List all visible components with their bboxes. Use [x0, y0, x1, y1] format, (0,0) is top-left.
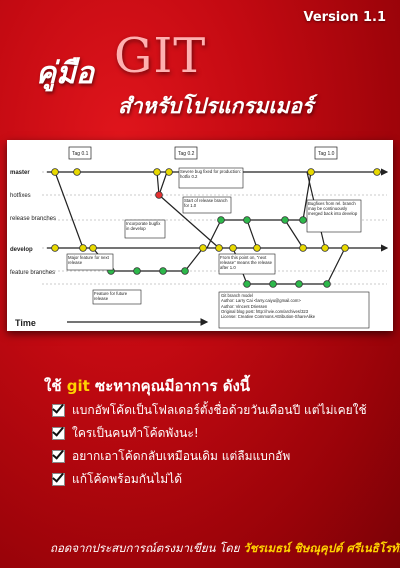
symptoms-list: แบกอัพโค้ดเป็นโฟลเดอร์ตั้งชื่อด้วยวันเดื…	[52, 402, 367, 494]
list-item: แบกอัพโค้ดเป็นโฟลเดอร์ตั้งชื่อด้วยวันเดื…	[52, 402, 367, 425]
note-incorporate: Incorporate bugfix in develop	[126, 221, 161, 232]
heading-git: git	[66, 377, 90, 395]
credit-line: Original blog post: http://nvie.com/arch…	[221, 308, 309, 314]
footer-author: วัชรเมธน์ ชิษณุคุปต์ ศรีเนธิโรทัย	[243, 541, 400, 555]
list-item-text: แก้โค้ดพร้อมกันไม่ได้	[72, 472, 182, 486]
branch-diagram-svg: master hotfixes release branches develop…	[10, 146, 389, 329]
lane-label-feature: feature branches	[10, 270, 55, 276]
note-future-feature: Feature for future release	[94, 291, 128, 302]
title-thai: คู่มือ	[36, 56, 94, 91]
credit-line: Author: Larry Cai <larry.caiyu@gmail.com…	[221, 298, 301, 304]
annotations: Severe bug fixed for production: hotfix …	[66, 167, 362, 305]
note-major-feature: Major feature for next release	[68, 255, 109, 266]
lane-labels: master hotfixes release branches develop…	[10, 170, 56, 276]
tag-1-0: Tag 1.0	[318, 151, 335, 157]
note-bugfixes: Bugfixes from rel. branch may be continu…	[308, 201, 358, 217]
lane-label-hotfixes: hotfixes	[10, 193, 31, 199]
symptoms-heading: ใช้ git ซะหากคุณมีอาการ ดังนี้	[44, 374, 250, 398]
commit-nodes	[51, 168, 381, 288]
checkbox-checked-icon	[52, 404, 65, 417]
note-from-this-point: From this point on, “next release” means…	[220, 255, 273, 271]
list-item-text: อยากเอาโค้ดกลับเหมือนเดิม แต่ลืมแบกอัพ	[72, 449, 291, 463]
title-git: GIT	[114, 28, 207, 84]
list-item: แก้โค้ดพร้อมกันไม่ได้	[52, 471, 367, 494]
footer-credit: ถอดจากประสบการณ์ตรงมาเขียน โดย วัชรเมธน์…	[50, 540, 400, 558]
lane-label-master: master	[10, 170, 30, 176]
time-label: Time	[15, 318, 36, 328]
git-branch-diagram: master hotfixes release branches develop…	[7, 140, 393, 331]
list-item-text: แบกอัพโค้ดเป็นโฟลเดอร์ตั้งชื่อด้วยวันเดื…	[72, 403, 367, 417]
lane-label-release: release branches	[10, 216, 56, 222]
tag-0-2: Tag 0.2	[178, 151, 195, 157]
list-item: อยากเอาโค้ดกลับเหมือนเดิม แต่ลืมแบกอัพ	[52, 448, 367, 471]
version-label: Version 1.1	[303, 10, 386, 25]
lane-label-develop: develop	[10, 247, 33, 253]
credit-line: Author: Vincent Driessen	[221, 303, 268, 309]
time-axis: Time	[15, 318, 209, 328]
list-item-text: ใครเป็นคนทำโค้ดพังนะ!	[72, 426, 199, 440]
credit-line: Git branch model	[221, 293, 253, 298]
checkbox-checked-icon	[52, 450, 65, 463]
footer-text: ถอดจากประสบการณ์ตรงมาเขียน โดย	[50, 541, 240, 555]
tag-labels: Tag 0.1 Tag 0.2 Tag 1.0	[68, 146, 338, 160]
checkbox-checked-icon	[52, 473, 65, 486]
heading-prefix: ใช้	[44, 377, 62, 395]
note-severe-bug: Severe bug fixed for production: hotfix …	[180, 169, 241, 180]
checkbox-checked-icon	[52, 427, 65, 440]
note-start-release: Start of release branch for 1.0	[184, 198, 228, 209]
credit-line: License: Creative Commons Attribution-Sh…	[221, 314, 316, 319]
heading-rest: ซะหากคุณมีอาการ ดังนี้	[95, 377, 251, 395]
tag-0-1: Tag 0.1	[72, 151, 89, 157]
list-item: ใครเป็นคนทำโค้ดพังนะ!	[52, 425, 367, 448]
subtitle: สำหรับโปรแกรมเมอร์	[118, 94, 314, 118]
credit-box: Git branch model Author: Larry Cai <larr…	[218, 291, 370, 329]
